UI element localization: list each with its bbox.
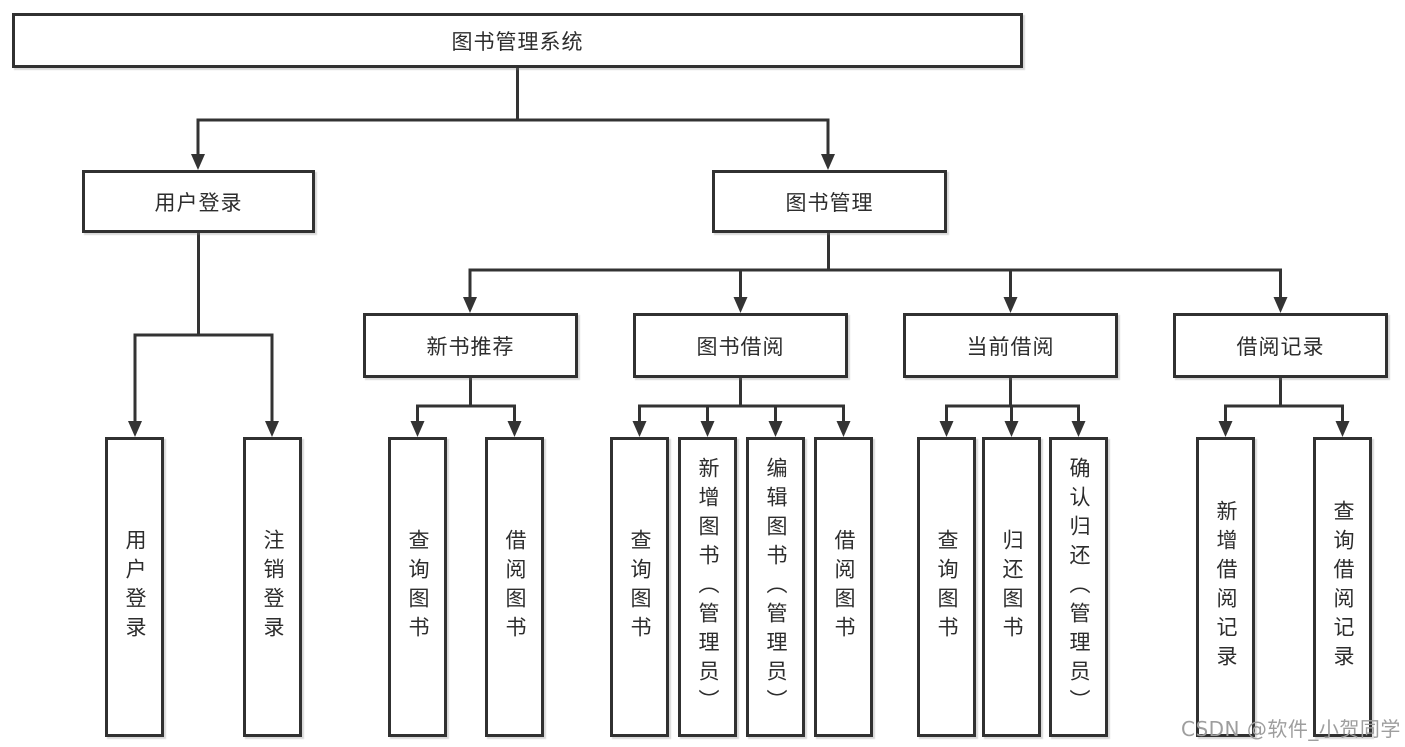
leaf-recommend-borrow-book: 借阅图书 bbox=[485, 437, 544, 737]
node-root: 图书管理系统 bbox=[12, 13, 1023, 68]
node-borrow-records: 借阅记录 bbox=[1173, 313, 1388, 378]
node-book-borrow-label: 图书借阅 bbox=[696, 334, 785, 359]
leaf-borrow-add-book-admin-label: 新增图书（管理员） bbox=[696, 456, 720, 718]
leaf-current-return-book-label: 归还图书 bbox=[1000, 529, 1024, 645]
leaf-current-return-book: 归还图书 bbox=[982, 437, 1041, 737]
leaf-borrow-query-book-label: 查询图书 bbox=[628, 529, 652, 645]
leaf-borrow-edit-book-admin: 编辑图书（管理员） bbox=[746, 437, 805, 737]
node-borrow-records-label: 借阅记录 bbox=[1236, 334, 1325, 359]
leaf-records-query-record-label: 查询借阅记录 bbox=[1331, 500, 1355, 674]
node-new-book-recommend-label: 新书推荐 bbox=[426, 334, 515, 359]
arrow-down-icon bbox=[1218, 421, 1233, 437]
leaf-recommend-query-book-label: 查询图书 bbox=[406, 529, 430, 645]
arrow-down-icon bbox=[1335, 421, 1350, 437]
arrow-down-icon bbox=[1071, 421, 1086, 437]
node-book-management: 图书管理 bbox=[712, 170, 947, 233]
leaf-current-confirm-return-admin: 确认归还（管理员） bbox=[1049, 437, 1108, 737]
arrow-down-icon bbox=[410, 421, 425, 437]
connector-lines bbox=[133, 68, 1344, 423]
node-book-management-label: 图书管理 bbox=[785, 190, 874, 215]
arrow-down-icon bbox=[1004, 421, 1019, 437]
leaf-records-query-record: 查询借阅记录 bbox=[1313, 437, 1372, 737]
leaf-borrow-add-book-admin: 新增图书（管理员） bbox=[678, 437, 737, 737]
leaf-current-query-book: 查询图书 bbox=[917, 437, 976, 737]
leaf-recommend-query-book: 查询图书 bbox=[388, 437, 447, 737]
arrow-down-icon bbox=[1273, 297, 1288, 313]
arrow-down-icon bbox=[821, 154, 835, 170]
leaf-borrow-query-book: 查询图书 bbox=[610, 437, 669, 737]
leaf-records-add-record: 新增借阅记录 bbox=[1196, 437, 1255, 737]
arrow-down-icon bbox=[1003, 297, 1018, 313]
node-user-login-label: 用户登录 bbox=[154, 190, 243, 215]
node-book-borrow: 图书借阅 bbox=[633, 313, 848, 378]
leaf-current-query-book-label: 查询图书 bbox=[935, 529, 959, 645]
arrow-down-icon bbox=[632, 421, 647, 437]
arrow-down-icon bbox=[939, 421, 954, 437]
leaf-borrow-borrow-book: 借阅图书 bbox=[814, 437, 873, 737]
watermark: CSDN @软件_小贺同学 bbox=[1181, 717, 1401, 741]
leaf-logout: 注销登录 bbox=[243, 437, 302, 737]
arrow-down-icon bbox=[507, 421, 522, 437]
node-current-borrow: 当前借阅 bbox=[903, 313, 1118, 378]
node-current-borrow-label: 当前借阅 bbox=[966, 334, 1055, 359]
arrow-down-icon bbox=[768, 421, 783, 437]
leaf-borrow-borrow-book-label: 借阅图书 bbox=[832, 529, 856, 645]
node-root-label: 图书管理系统 bbox=[451, 29, 584, 54]
connector-arrows bbox=[128, 154, 1350, 437]
arrow-down-icon bbox=[836, 421, 851, 437]
leaf-current-confirm-return-admin-label: 确认归还（管理员） bbox=[1067, 456, 1091, 718]
arrow-down-icon bbox=[265, 421, 279, 437]
node-user-login: 用户登录 bbox=[82, 170, 315, 233]
leaf-user-login: 用户登录 bbox=[105, 437, 164, 737]
leaf-borrow-edit-book-admin-label: 编辑图书（管理员） bbox=[764, 456, 788, 718]
arrow-down-icon bbox=[128, 421, 142, 437]
leaf-records-add-record-label: 新增借阅记录 bbox=[1214, 500, 1238, 674]
arrow-down-icon bbox=[733, 297, 748, 313]
node-new-book-recommend: 新书推荐 bbox=[363, 313, 578, 378]
arrow-down-icon bbox=[700, 421, 715, 437]
arrow-down-icon bbox=[463, 297, 477, 313]
leaf-user-login-label: 用户登录 bbox=[123, 529, 147, 645]
leaf-recommend-borrow-book-label: 借阅图书 bbox=[503, 529, 527, 645]
leaf-logout-label: 注销登录 bbox=[261, 529, 285, 645]
arrow-down-icon bbox=[191, 154, 205, 170]
